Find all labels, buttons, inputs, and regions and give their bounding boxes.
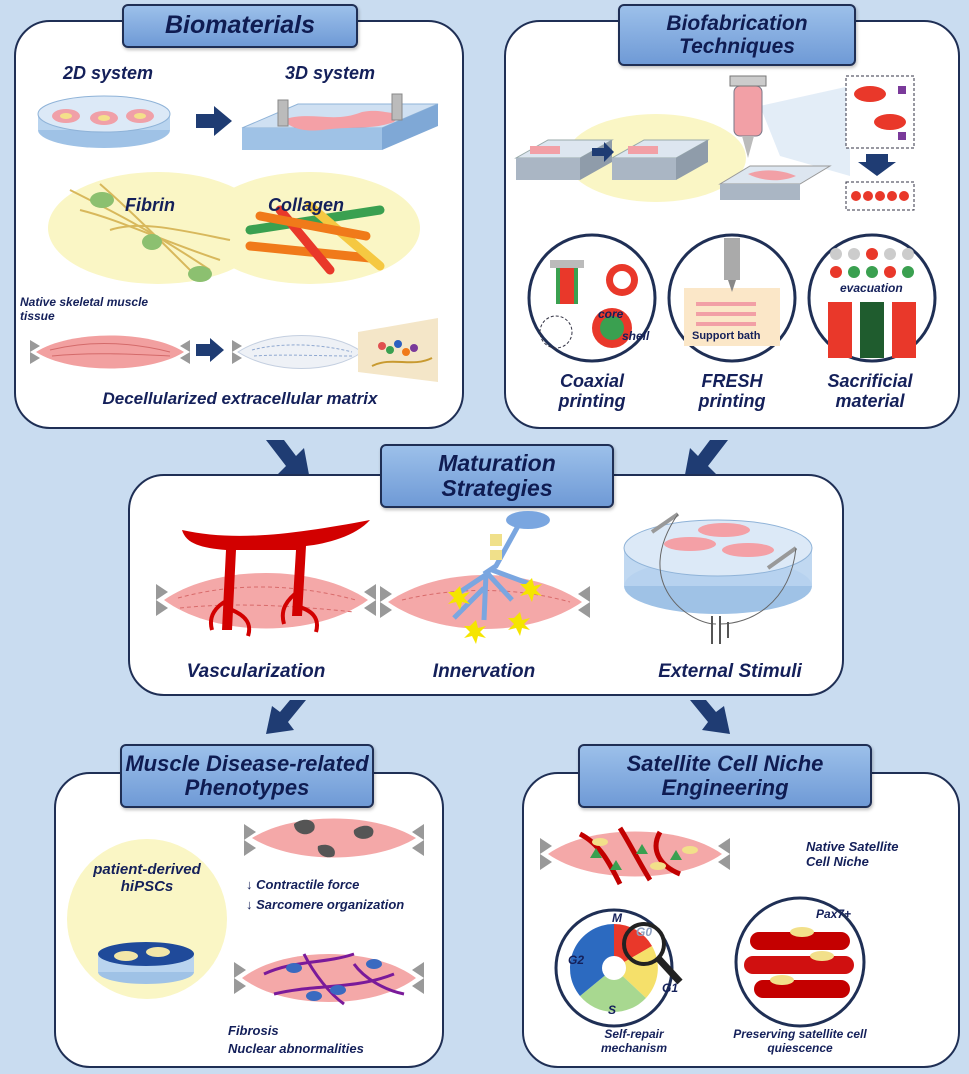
evacuation-label: evacuation — [840, 281, 903, 295]
arrow-biomaterials-to-maturation-icon — [266, 440, 310, 480]
support-bath-label: Support bath — [692, 330, 761, 342]
cycle-g1-label: G1 — [662, 981, 679, 995]
native-tissue-label: Native skeletal muscle tissue — [20, 295, 149, 323]
3d-system-illustration — [241, 93, 439, 150]
cycle-g0-label: G0 — [636, 925, 653, 939]
coaxial-printing-icon — [527, 233, 657, 363]
arrow-decell-icon — [196, 338, 224, 362]
sacrificial-material-icon — [807, 233, 937, 363]
sacrificial-label: Sacrificial material — [827, 371, 913, 411]
sys3d-label: 3D system — [284, 63, 376, 83]
satellite-header: Satellite Cell Niche Engineering — [578, 744, 872, 808]
fibrosis-label: Fibrosis — [228, 1023, 279, 1038]
collagen-label: Collagen — [267, 195, 344, 215]
bioprinter-syringe-illustration — [718, 75, 915, 211]
patient-hipsc-label: patient-derived hiPSCs — [93, 861, 201, 895]
sarcomere-label: ↓ Sarcomere organization — [246, 897, 405, 912]
cycle-s-label: S — [608, 1003, 617, 1017]
pax7-label: Pax7+ — [816, 907, 852, 921]
shell-label: shell — [622, 329, 650, 343]
coaxial-label: Coaxial printing — [558, 371, 626, 411]
decell-label: Decellularized extracellular matrix — [102, 389, 378, 408]
biomaterials-header: Biomaterials — [122, 4, 358, 48]
contractile-muscle-illustration — [244, 818, 424, 858]
cell-cycle-illustration — [554, 908, 683, 1028]
fresh-label: FRESH printing — [698, 371, 766, 411]
arrow-2d-to-3d-icon — [196, 106, 232, 136]
disease-panel — [54, 772, 444, 1068]
maturation-header: Maturation Strategies — [380, 444, 614, 508]
vascularization-label: Vascularization — [186, 661, 326, 682]
biofabrication-header: Biofabrication Techniques — [618, 4, 856, 66]
arrow-maturation-to-disease-icon — [266, 700, 306, 734]
microfluidic-chip-illustration — [514, 114, 746, 202]
arrow-biofab-to-maturation-icon — [684, 440, 728, 480]
vascularization-illustration — [156, 520, 376, 637]
fibrin-collagen-illustration — [48, 172, 420, 284]
arrow-maturation-to-satellite-icon — [690, 700, 730, 734]
fresh-printing-icon — [667, 233, 797, 363]
innervation-label: Innervation — [432, 661, 536, 682]
external-stimuli-illustration — [623, 512, 813, 644]
innervation-illustration — [380, 511, 590, 644]
fibrosis-muscle-illustration — [234, 952, 424, 1006]
core-label: core — [598, 307, 624, 321]
disease-header: Muscle Disease-related Phenotypes — [120, 744, 374, 808]
quiescence-label: Preserving satellite cell quiescence — [733, 1027, 867, 1055]
cycle-m-label: M — [612, 911, 622, 925]
self-repair-label: Self-repair mechanism — [600, 1027, 668, 1055]
patient-hipsc-illustration — [67, 839, 227, 999]
external-stimuli-label: External Stimuli — [658, 661, 802, 682]
nuclear-label: Nuclear abnormalities — [228, 1041, 364, 1056]
2d-dish-illustration — [37, 95, 171, 148]
quiescence-illustration — [734, 896, 866, 1028]
fibrin-label: Fibrin — [125, 195, 175, 215]
contractile-label: ↓ Contractile force — [246, 877, 360, 892]
native-muscle-illustration — [30, 335, 190, 369]
cycle-g2-label: G2 — [568, 953, 585, 967]
native-niche-illustration — [540, 826, 730, 886]
decell-matrix-illustration — [232, 318, 438, 382]
sys2d-label: 2D system — [62, 63, 154, 83]
native-niche-label: Native Satellite Cell Niche — [806, 839, 899, 869]
